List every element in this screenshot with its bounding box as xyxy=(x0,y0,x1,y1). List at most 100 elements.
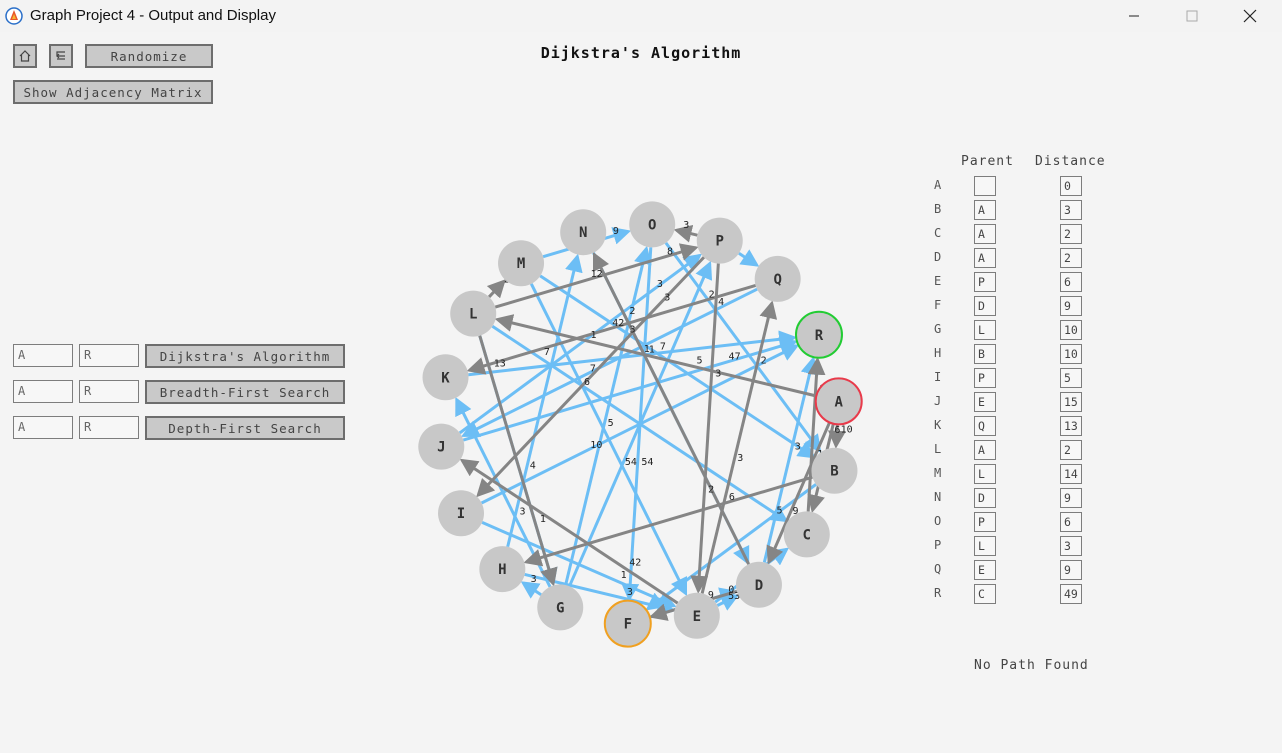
return-button[interactable] xyxy=(49,44,73,68)
graph-node-c[interactable] xyxy=(783,511,830,558)
edge-weight-label: 3 xyxy=(531,574,537,585)
edge-g-h xyxy=(520,581,542,599)
edge-a-l xyxy=(494,314,817,398)
graph-node-b[interactable] xyxy=(811,447,858,494)
distance-cell-h: 10 xyxy=(1060,344,1082,364)
bfs-start-input[interactable]: A xyxy=(13,380,73,403)
table-row-label-l: L xyxy=(934,442,942,456)
edge-weight-label: 7 xyxy=(660,341,666,352)
graph-node-h[interactable] xyxy=(479,546,526,593)
graph-node-label-m: M xyxy=(517,256,525,272)
edge-weight-label: 8 xyxy=(667,246,673,257)
parent-cell-p: L xyxy=(974,536,996,556)
bfs-end-input[interactable]: R xyxy=(79,380,139,403)
show-adjacency-matrix-button[interactable]: Show Adjacency Matrix xyxy=(13,80,213,104)
edge-e-q xyxy=(700,300,778,594)
table-row-label-k: K xyxy=(934,418,942,432)
edge-j-r xyxy=(462,337,798,442)
edge-weight-label: 9 xyxy=(792,506,798,517)
parent-cell-d: A xyxy=(974,248,996,268)
dijkstra-button[interactable]: Dijkstra's Algorithm xyxy=(145,344,345,368)
parent-cell-n: D xyxy=(974,488,996,508)
parent-cell-c: A xyxy=(974,224,996,244)
graph-node-label-o: O xyxy=(648,217,656,233)
parent-cell-q: E xyxy=(974,560,996,580)
edge-a-d xyxy=(766,421,831,565)
dfs-end-input[interactable]: R xyxy=(79,416,139,439)
graph-node-k[interactable] xyxy=(422,354,469,401)
depth-first-search-button[interactable]: Depth-First Search xyxy=(145,416,345,440)
edge-i-e xyxy=(481,521,677,609)
graph-node-e[interactable] xyxy=(673,592,720,639)
graph-node-label-k: K xyxy=(441,370,450,386)
edge-weight-label: 4 xyxy=(530,460,536,471)
edge-weight-label: 7 xyxy=(590,364,596,375)
edge-weight-label: 1 xyxy=(591,330,597,341)
edge-weight-label: 3 xyxy=(683,220,689,231)
distance-cell-k: 13 xyxy=(1060,416,1082,436)
edge-weight-label: 13 xyxy=(494,358,506,369)
status-message: No Path Found xyxy=(974,658,1089,673)
graph-node-a[interactable] xyxy=(814,377,863,426)
graph-canvas: 9314112333242421913268525454471417774349… xyxy=(418,201,863,648)
graph-node-m[interactable] xyxy=(498,240,545,287)
edge-o-b xyxy=(664,241,822,454)
dijkstra-start-input[interactable]: A xyxy=(13,344,73,367)
distance-cell-p: 3 xyxy=(1060,536,1082,556)
graph-node-n[interactable] xyxy=(560,209,607,256)
distance-cell-l: 2 xyxy=(1060,440,1082,460)
edge-m-b xyxy=(539,274,817,459)
breadth-first-search-button[interactable]: Breadth-First Search xyxy=(145,380,345,404)
table-row-label-a: A xyxy=(934,178,942,192)
maximize-button[interactable] xyxy=(1169,0,1215,32)
graph-node-p[interactable] xyxy=(696,217,743,264)
graph-node-q[interactable] xyxy=(754,255,801,302)
graph-node-label-a: A xyxy=(834,394,843,410)
edge-weight-label: 47 xyxy=(729,352,741,363)
edge-weight-label: 3 xyxy=(795,441,801,452)
table-row-label-e: E xyxy=(934,274,942,288)
graph-node-f[interactable] xyxy=(603,599,652,648)
table-row-label-m: M xyxy=(934,466,942,480)
table-row-label-g: G xyxy=(934,322,942,336)
randomize-button[interactable]: Randomize xyxy=(85,44,213,68)
edge-weight-label: 9 xyxy=(708,590,714,601)
table-row-label-b: B xyxy=(934,202,942,216)
graph-node-label-e: E xyxy=(693,609,701,625)
graph-node-r[interactable] xyxy=(794,310,843,359)
window-title: Graph Project 4 - Output and Display xyxy=(30,7,276,24)
graph-node-l[interactable] xyxy=(450,290,497,337)
edge-weight-label: 6 xyxy=(729,492,735,503)
table-row-label-h: H xyxy=(934,346,942,360)
graph-node-j[interactable] xyxy=(418,423,465,470)
edge-q-k xyxy=(466,284,757,375)
table-row-label-i: I xyxy=(934,370,942,384)
minimize-button[interactable] xyxy=(1111,0,1157,32)
app-icon xyxy=(5,7,23,25)
graph-node-i[interactable] xyxy=(438,490,485,537)
home-button[interactable] xyxy=(13,44,37,68)
edge-c-r xyxy=(806,356,826,512)
graph-node-g[interactable] xyxy=(537,584,584,631)
graph-node-o[interactable] xyxy=(629,201,676,248)
graph-node-d[interactable] xyxy=(735,561,782,608)
parent-cell-o: P xyxy=(974,512,996,532)
graph-node-label-f: F xyxy=(624,617,632,633)
edge-b-h xyxy=(523,475,813,567)
close-button[interactable] xyxy=(1227,0,1273,32)
graph-node-label-l: L xyxy=(469,307,477,323)
graph-node-label-r: R xyxy=(815,328,824,344)
edge-weight-label: 4 xyxy=(718,297,724,308)
table-row-label-f: F xyxy=(934,298,942,312)
distance-cell-i: 5 xyxy=(1060,368,1082,388)
distance-cell-n: 9 xyxy=(1060,488,1082,508)
edge-e-d xyxy=(716,594,740,611)
dijkstra-end-input[interactable]: R xyxy=(79,344,139,367)
parent-cell-g: L xyxy=(974,320,996,340)
distance-cell-g: 10 xyxy=(1060,320,1082,340)
dfs-start-input[interactable]: A xyxy=(13,416,73,439)
parent-cell-j: E xyxy=(974,392,996,412)
page-title: Dijkstra's Algorithm xyxy=(540,44,742,62)
table-row-label-j: J xyxy=(934,394,942,408)
edge-weight-label: 1 xyxy=(621,570,627,581)
